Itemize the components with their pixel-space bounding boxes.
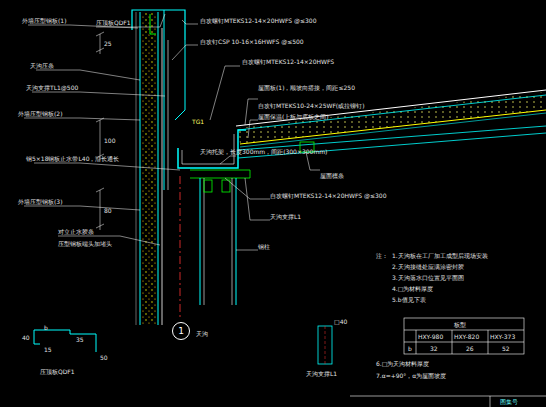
annotation-label: 32 xyxy=(430,345,438,352)
annotation-label: 图集号 xyxy=(500,398,518,405)
annotation-label: 5.b值见下表 xyxy=(392,296,426,303)
annotation-label: 天沟托架，长度300mm，间距(300×300mm) xyxy=(200,148,327,155)
annotation-label: 6.□为天沟材料厚度 xyxy=(376,360,429,367)
annotation-label: 自攻钉MTEKS10-24×25WF(或拉铆钉) xyxy=(258,102,365,109)
detail-number: 1 xyxy=(178,326,184,336)
annotation-label: 外墙压型钢板(1) xyxy=(22,17,67,24)
annotation-label: 35 xyxy=(76,336,84,343)
annotation-label: 52 xyxy=(502,345,510,352)
annotation-label: 自攻螺钉MTEKS12-14×20HWFS @≤300 xyxy=(200,17,316,24)
annotation-label: 7.α=+90°，α为屋面坡度 xyxy=(376,372,446,379)
annotation-label: 压型钢板端头加堵头 xyxy=(58,240,112,247)
annotation-label: 天沟 xyxy=(196,330,208,337)
annotation-label: 外墙压型钢板(2) xyxy=(18,110,63,117)
annotation-label: 4.□为材料厚度 xyxy=(392,285,433,292)
annotation-label: 对立止水胶条 xyxy=(58,228,94,235)
annotation-label: 天沟支撑TL1@500 xyxy=(26,84,78,91)
annotation-label: 钢柱 xyxy=(258,243,270,250)
annotation-label: 1.天沟板在工厂加工成型后现场安装 xyxy=(392,252,488,259)
annotation-label: 40 xyxy=(22,334,30,341)
annotation-label: TG1 xyxy=(192,118,204,125)
annotation-label: 外墙压型钢板(3) xyxy=(18,198,63,205)
annotation-label: 自攻螺钉MTEKS12-14×20HWFS @≤300 xyxy=(270,192,386,199)
annotation-label: 天沟支撑L1 xyxy=(306,370,337,377)
annotation-label: 屋面板(1)，顺坡向搭接，间距≤250 xyxy=(258,84,355,91)
detail-index-circle: 1 xyxy=(172,322,190,340)
annotation-label: 自攻螺钉MTEKS12-14×20HWFS xyxy=(242,58,334,65)
annotation-label: 天沟压条 xyxy=(30,62,54,69)
annotation-label: 2.天沟接缝处应满涂密封胶 xyxy=(392,263,464,270)
annotation-label: 自攻钉CSP 10-16×16HWFS @≤500 xyxy=(200,38,304,45)
annotation-label: 注： xyxy=(376,252,388,259)
annotation-label: 天沟支撑L1 xyxy=(270,213,301,220)
annotation-label: 15 xyxy=(44,346,52,353)
annotation-label: 钢5×18钢板止水带L40，沿长通长 xyxy=(26,155,119,162)
annotation-label: 屋面檩条 xyxy=(320,172,344,179)
annotation-label: 压顶板QDF1 xyxy=(40,368,75,375)
annotation-label: HXY-980 xyxy=(418,333,443,340)
annotation-label: □40 xyxy=(334,318,347,325)
annotation-label: 100 xyxy=(104,137,115,144)
annotation-label: 3.天沟落水口位置见平面图 xyxy=(392,274,464,281)
annotation-label: HXY-820 xyxy=(454,333,479,340)
annotation-label: HXY-373 xyxy=(490,333,515,340)
annotation-label: 80 xyxy=(104,207,112,214)
annotation-label: b xyxy=(44,324,48,331)
annotation-label: b xyxy=(408,345,412,352)
annotation-label: 板型 xyxy=(454,321,466,328)
annotation-label: 屋面保温(上板与底板之间) xyxy=(258,113,329,120)
annotation-label: 26 xyxy=(466,345,474,352)
annotation-label: 25 xyxy=(104,40,112,47)
annotation-label: 50 xyxy=(100,354,108,361)
annotation-label: 压顶板QDF1 xyxy=(96,19,131,26)
